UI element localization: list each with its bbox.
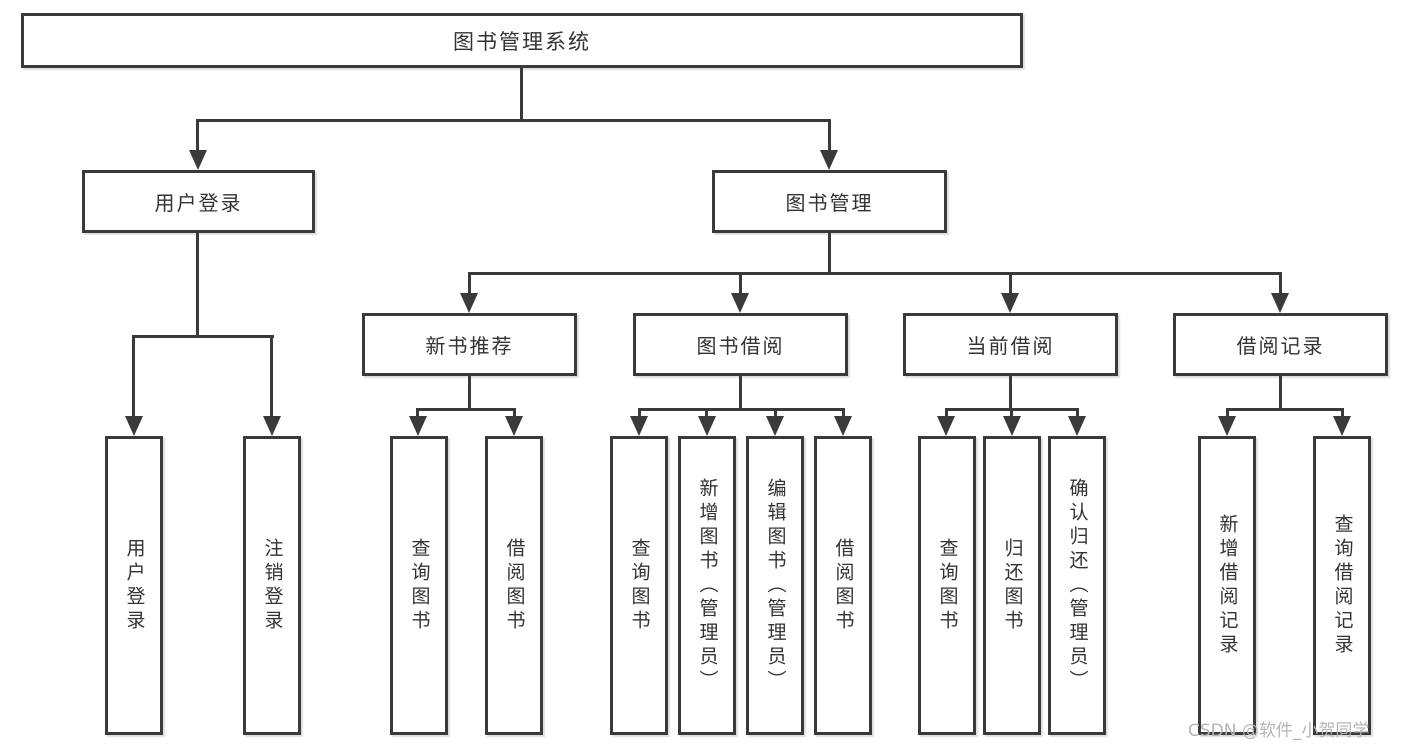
- connector-line: [705, 408, 708, 418]
- arrow-down-icon: [698, 416, 716, 436]
- connector-line: [196, 233, 199, 335]
- leaf-logout: 注销登录: [243, 436, 301, 735]
- leaf-borrow-books-recommend: 借阅图书: [485, 436, 543, 735]
- connector-line: [468, 272, 1282, 275]
- connector-line: [416, 408, 419, 418]
- arrow-down-icon: [1068, 416, 1086, 436]
- connector-line: [828, 119, 831, 152]
- connector-line: [270, 335, 273, 418]
- connector-line: [1076, 408, 1079, 418]
- node-borrow-records: 借阅记录: [1173, 313, 1388, 376]
- leaf-query-books-recommend: 查询图书: [390, 436, 448, 735]
- connector-line: [842, 408, 845, 418]
- arrow-down-icon: [189, 150, 207, 170]
- arrow-down-icon: [125, 416, 143, 436]
- arrow-down-icon: [409, 416, 427, 436]
- connector-line: [774, 408, 777, 418]
- arrow-down-icon: [1001, 293, 1019, 313]
- connector-line: [468, 376, 471, 408]
- connector-line: [513, 408, 516, 418]
- node-book-borrow: 图书借阅: [633, 313, 848, 376]
- arrow-down-icon: [820, 150, 838, 170]
- node-user-login: 用户登录: [82, 170, 315, 233]
- connector-line: [196, 119, 199, 152]
- connector-line: [197, 119, 831, 122]
- arrow-down-icon: [1333, 416, 1351, 436]
- csdn-watermark: CSDN @软件_小贺同学: [1188, 721, 1370, 741]
- leaf-user-login: 用户登录: [105, 436, 163, 735]
- node-current-borrow: 当前借阅: [903, 313, 1118, 376]
- node-new-book-recommend: 新书推荐: [362, 313, 577, 376]
- connector-line: [468, 272, 471, 295]
- connector-line: [1010, 408, 1013, 418]
- arrow-down-icon: [263, 416, 281, 436]
- connector-line: [1009, 376, 1012, 408]
- connector-line: [520, 67, 523, 119]
- leaf-return-book: 归还图书: [983, 436, 1041, 735]
- arrow-down-icon: [1003, 416, 1021, 436]
- connector-line: [417, 408, 516, 411]
- connector-line: [638, 408, 845, 411]
- leaf-borrow-books-borrow: 借阅图书: [814, 436, 872, 735]
- connector-line: [945, 408, 948, 418]
- arrow-down-icon: [731, 293, 749, 313]
- connector-line: [1226, 408, 1229, 418]
- leaf-add-book-admin: 新增图书（管理员）: [678, 436, 736, 735]
- leaf-add-borrow-record: 新增借阅记录: [1198, 436, 1256, 735]
- leaf-edit-book-admin: 编辑图书（管理员）: [746, 436, 804, 735]
- leaf-query-borrow-record: 查询借阅记录: [1313, 436, 1371, 735]
- arrow-down-icon: [766, 416, 784, 436]
- connector-line: [132, 335, 135, 418]
- connector-line: [1009, 272, 1012, 295]
- connector-line: [1341, 408, 1344, 418]
- arrow-down-icon: [630, 416, 648, 436]
- arrow-down-icon: [460, 293, 478, 313]
- connector-line: [739, 272, 742, 295]
- leaf-query-books-current: 查询图书: [918, 436, 976, 735]
- connector-line: [1226, 408, 1344, 411]
- connector-line: [1279, 272, 1282, 295]
- node-book-management: 图书管理: [712, 170, 947, 233]
- node-root-system: 图书管理系统: [21, 13, 1023, 68]
- arrow-down-icon: [937, 416, 955, 436]
- leaf-confirm-return-admin: 确认归还（管理员）: [1048, 436, 1106, 735]
- leaf-query-books-borrow: 查询图书: [610, 436, 668, 735]
- connector-line: [739, 376, 742, 408]
- connector-line: [1279, 376, 1282, 408]
- arrow-down-icon: [1271, 293, 1289, 313]
- connector-line: [133, 335, 274, 338]
- arrow-down-icon: [1218, 416, 1236, 436]
- arrow-down-icon: [505, 416, 523, 436]
- connector-line: [828, 233, 831, 272]
- connector-line: [638, 408, 641, 418]
- arrow-down-icon: [834, 416, 852, 436]
